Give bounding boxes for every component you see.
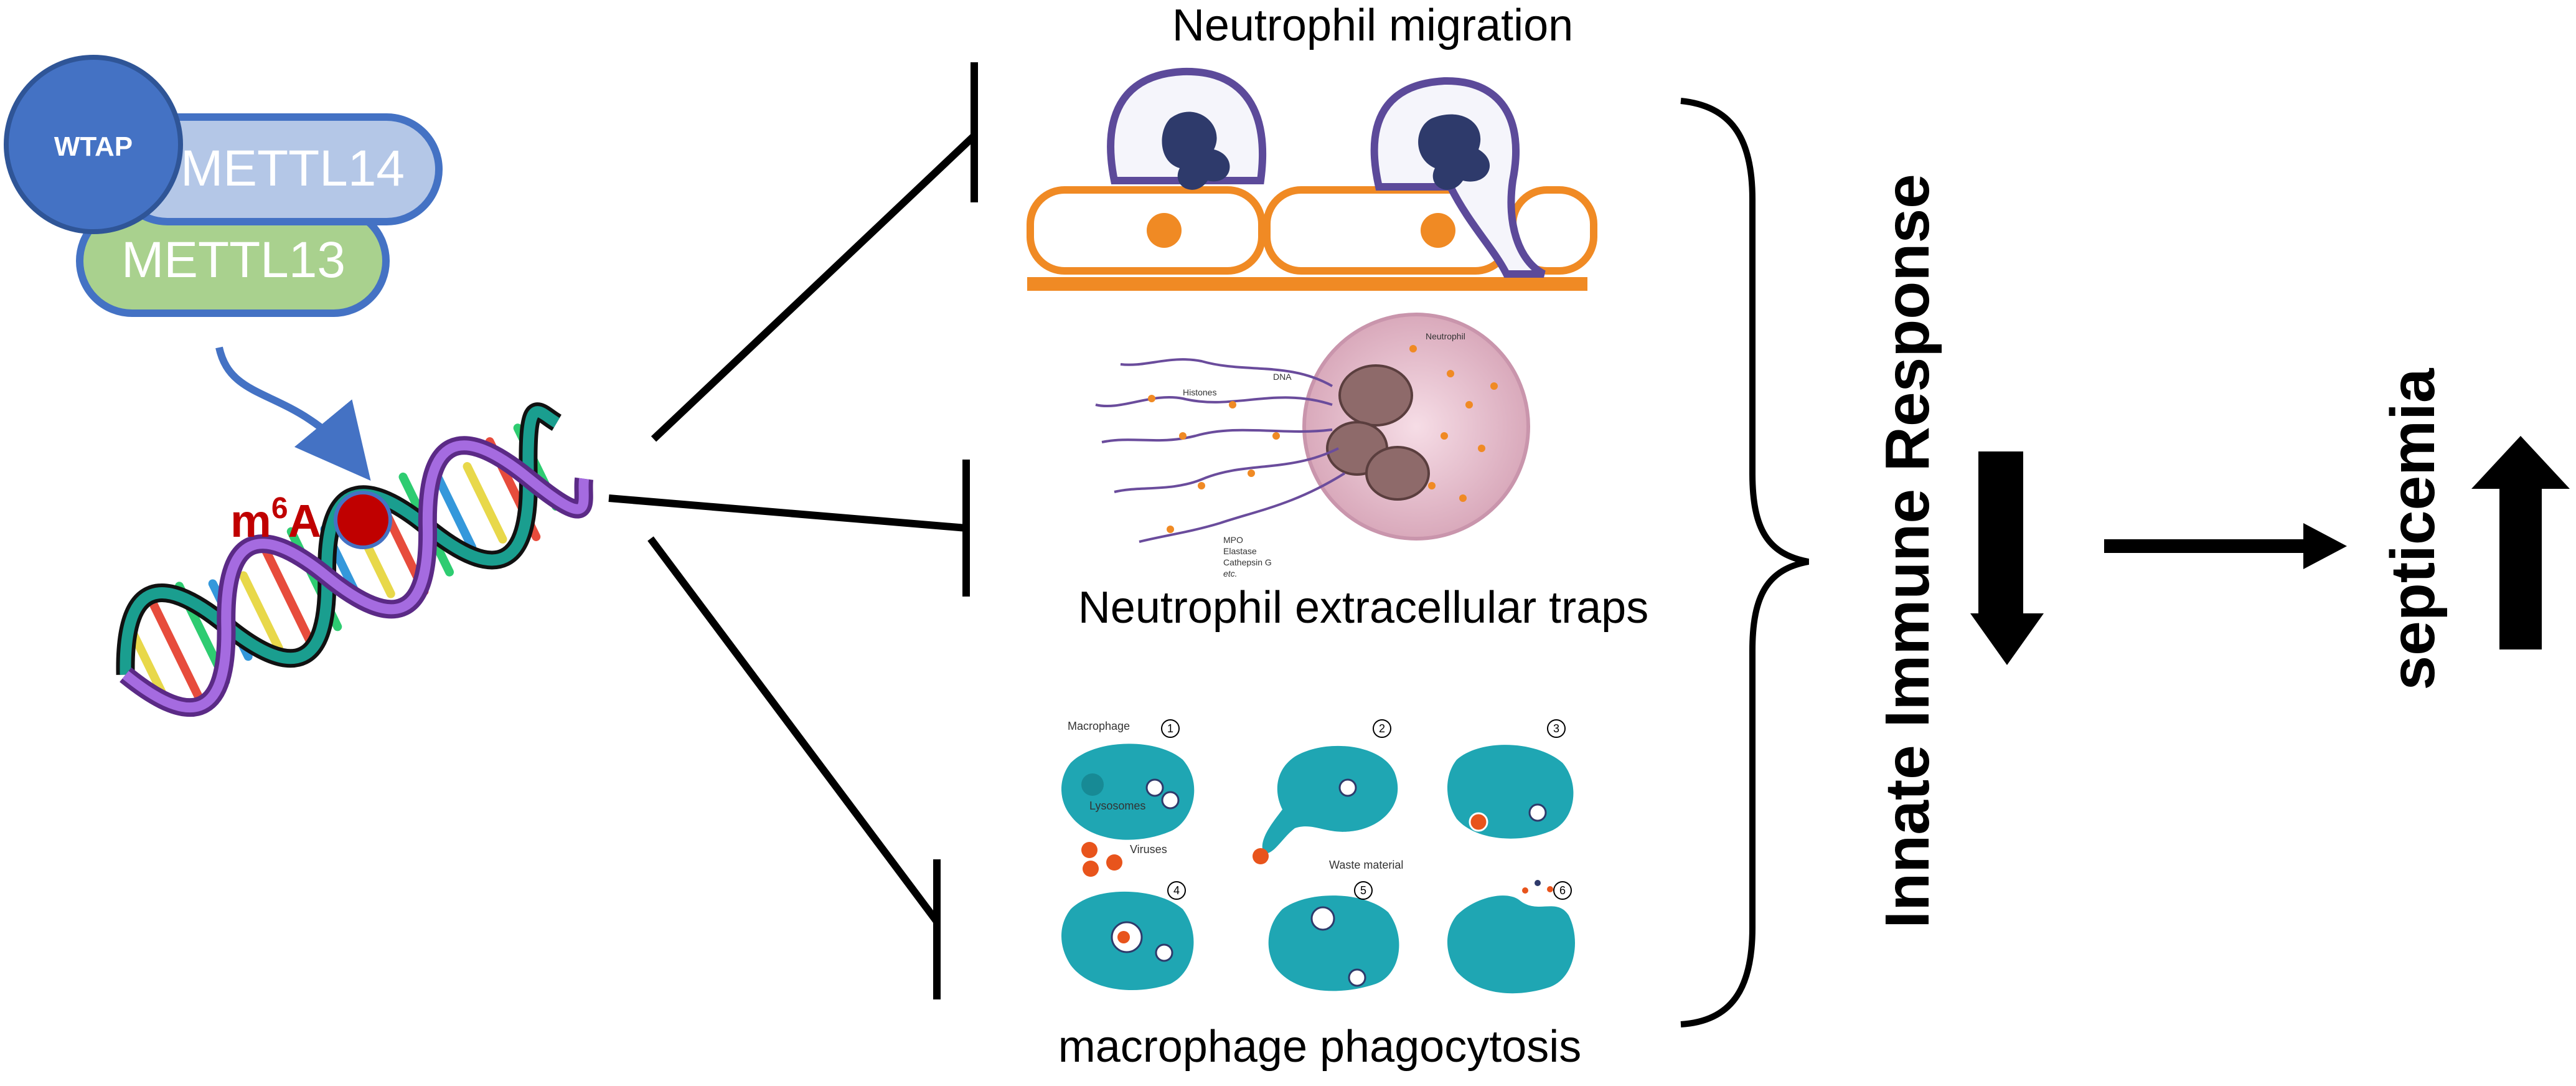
phago-step-3 bbox=[1447, 745, 1574, 839]
step-number: 4 bbox=[1173, 884, 1180, 897]
panel-phagocytosis: Macrophage Lysosomes Viruses Waste mater… bbox=[1058, 719, 1582, 1072]
phago-step-6 bbox=[1447, 880, 1575, 994]
neutrophil-transmigrating bbox=[1370, 77, 1546, 278]
inhibit-phagocytosis-line bbox=[647, 536, 940, 924]
curly-brace bbox=[1680, 98, 1809, 1027]
septicemia-label: septicemia bbox=[2378, 367, 2448, 690]
phago-step-1 bbox=[1061, 744, 1195, 840]
phagocytosis-title: macrophage phagocytosis bbox=[1058, 1022, 1582, 1072]
step-number: 1 bbox=[1167, 722, 1173, 735]
right-arrow-icon bbox=[2104, 523, 2347, 569]
mettl13-label: METTL13 bbox=[121, 232, 346, 288]
net-label-etc: etc. bbox=[1223, 569, 1238, 578]
migration-title: Neutrophil migration bbox=[1172, 1, 1573, 50]
panel-neutrophil-migration: Neutrophil migration bbox=[1027, 1, 1597, 291]
net-label-histones: Histones bbox=[1183, 387, 1216, 397]
phago-step-4 bbox=[1061, 891, 1194, 990]
net-nucleus bbox=[1326, 364, 1430, 501]
phago-label-lysosomes: Lysosomes bbox=[1089, 800, 1145, 812]
step-number: 2 bbox=[1379, 722, 1385, 735]
phago-label-viruses: Viruses bbox=[1130, 843, 1167, 856]
m6a-dot bbox=[334, 491, 392, 549]
endothelial-nucleus bbox=[1147, 213, 1182, 248]
inhibit-nets-line bbox=[608, 494, 967, 532]
phago-step-numbers: 1 2 3 4 5 6 bbox=[1161, 719, 1572, 900]
endothelial-nucleus bbox=[1421, 213, 1455, 248]
mettl14-label: METTL14 bbox=[181, 140, 405, 197]
wtap-label: WTAP bbox=[54, 131, 133, 162]
phago-viruses bbox=[1081, 842, 1122, 877]
net-label-mpo: MPO bbox=[1223, 535, 1243, 545]
phago-label-macrophage: Macrophage bbox=[1068, 720, 1130, 732]
step-number: 5 bbox=[1360, 884, 1366, 897]
phago-label-waste: Waste material bbox=[1329, 859, 1403, 871]
wtap-circle bbox=[4, 55, 183, 234]
net-label-elastase: Elastase bbox=[1223, 546, 1257, 556]
immune-response-label: Innate Immune Response bbox=[1873, 174, 1942, 928]
phago-step-5 bbox=[1268, 895, 1399, 991]
step-number: 3 bbox=[1553, 722, 1559, 735]
up-arrow-icon bbox=[2471, 436, 2570, 649]
phago-step-2 bbox=[1253, 745, 1398, 864]
endothelial-cells bbox=[1027, 186, 1597, 275]
inhibition-lines bbox=[608, 62, 978, 999]
complex-to-dna-arrow bbox=[215, 346, 371, 481]
m6a-label: m6A bbox=[230, 492, 321, 547]
step-number: 6 bbox=[1559, 884, 1566, 897]
methyltransferase-complex: METTL13 METTL14 WTAP bbox=[4, 55, 443, 317]
net-label-cathepsin: Cathepsin G bbox=[1223, 557, 1272, 567]
net-protein-labels: MPO Elastase Cathepsin G etc. bbox=[1223, 535, 1272, 578]
net-granules bbox=[1148, 345, 1498, 533]
inhibit-migration-line bbox=[651, 133, 977, 442]
nets-title: Neutrophil extracellular traps bbox=[1078, 583, 1648, 633]
endothelium-base bbox=[1027, 277, 1587, 291]
net-dna-fibers bbox=[1095, 358, 1346, 543]
m6a-marker: m6A bbox=[230, 491, 392, 549]
net-label-dna: DNA bbox=[1273, 372, 1292, 382]
panel-nets: Neutrophil DNA Histones MPO Elastase Cat… bbox=[1078, 313, 1648, 633]
down-arrow-icon bbox=[1970, 451, 2044, 665]
neutrophil-cell bbox=[1107, 67, 1266, 190]
net-label-neutrophil: Neutrophil bbox=[1426, 331, 1465, 341]
